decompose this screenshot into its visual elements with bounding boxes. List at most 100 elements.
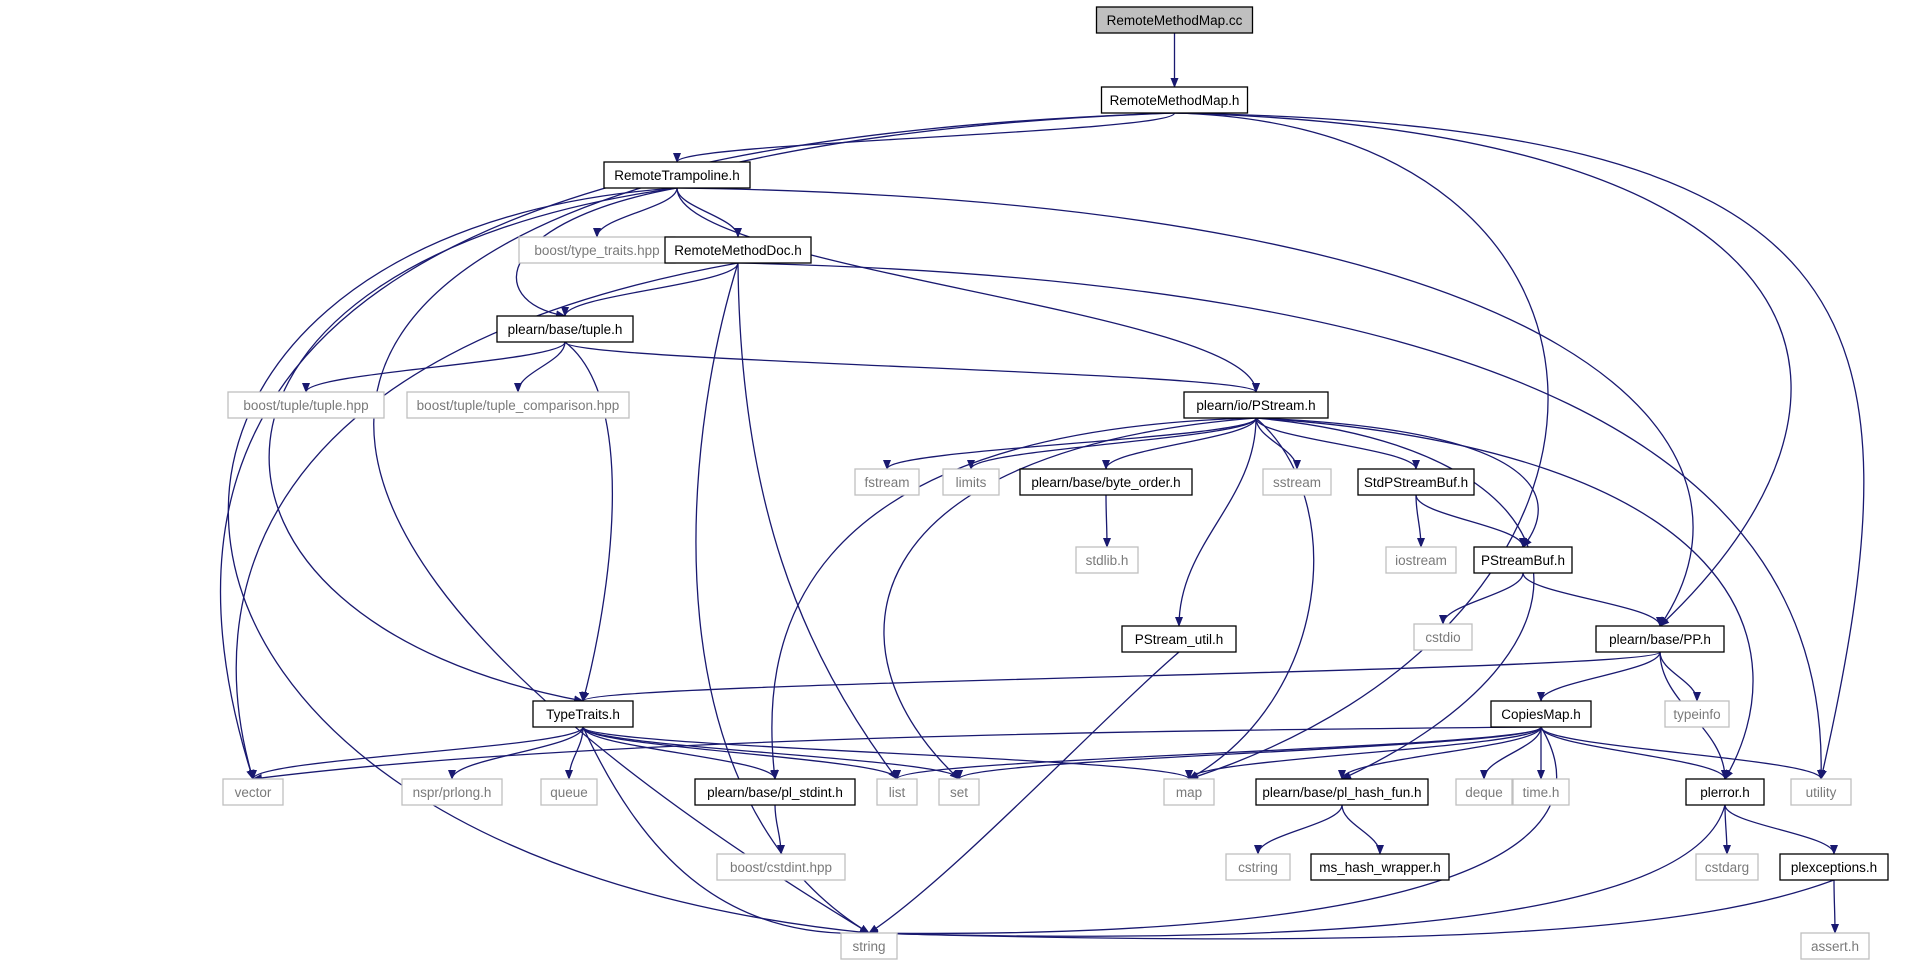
- edge-typetraits-h-to-string: [582, 726, 870, 938]
- node-box: [401, 778, 503, 806]
- node-label: list: [889, 785, 906, 800]
- node-label: RemoteTrampoline.h: [614, 168, 740, 183]
- edge-plexceptions-h-to-assert-h: [1830, 879, 1839, 934]
- node-label: boost/type_traits.hpp: [534, 243, 659, 258]
- node-box: [1310, 853, 1450, 881]
- node-label: RemoteMethodMap.h: [1110, 93, 1240, 108]
- node-box: [664, 236, 812, 264]
- node-vector: vector: [222, 778, 284, 806]
- node-plearn-base-pl-stdint-h[interactable]: plearn/base/pl_stdint.h: [694, 778, 856, 806]
- node-box: [1790, 778, 1852, 806]
- node-string: string: [840, 932, 898, 960]
- edge-stdpstreambuf-h-to-pstreambuf-h: [1415, 494, 1527, 548]
- node-label: set: [950, 785, 968, 800]
- node-iostream: iostream: [1385, 546, 1457, 574]
- edge-typetraits-h-to-nspr-prlong-h: [448, 726, 584, 780]
- node-boost-type-traits-hpp: boost/type_traits.hpp: [518, 236, 676, 264]
- node-box: [1262, 468, 1332, 496]
- node-remotemethodmap-h[interactable]: RemoteMethodMap.h: [1100, 86, 1249, 114]
- node-pstreambuf-h[interactable]: PStreamBuf.h: [1473, 546, 1573, 574]
- edge-plearn-io-pstream-h-to-fstream: [883, 417, 1257, 470]
- node-remotetrampoline-h[interactable]: RemoteTrampoline.h: [603, 161, 751, 189]
- node-typetraits-h[interactable]: TypeTraits.h: [532, 700, 634, 728]
- edge-remotetrampoline-h-to-string: [227, 187, 870, 937]
- node-box: [1019, 468, 1193, 496]
- node-box: [1595, 625, 1725, 653]
- edge-remotemethodmap-h-to-utility: [1174, 112, 1865, 780]
- edge-plearn-base-pl-hash-fun-h-to-cstring: [1254, 804, 1343, 855]
- node-sstream: sstream: [1262, 468, 1332, 496]
- node-label: RemoteMethodMap.cc: [1107, 13, 1243, 28]
- node-label: boost/cstdint.hpp: [730, 860, 832, 875]
- node-label: plearn/base/byte_order.h: [1031, 475, 1180, 490]
- node-box: [1413, 623, 1473, 651]
- edge-plearn-base-tuple-h-to-typetraits-h: [564, 341, 614, 702]
- node-ms-hash-wrapper-h[interactable]: ms_hash_wrapper.h: [1310, 853, 1450, 881]
- edge-plearn-io-pstream-h-to-plearn-base-pl-stdint-h: [769, 417, 1257, 780]
- node-plearn-base-tuple-h[interactable]: plearn/base/tuple.h: [496, 315, 634, 343]
- node-box: [1357, 468, 1475, 496]
- node-label: utility: [1806, 785, 1837, 800]
- node-plearn-base-byte-order-h[interactable]: plearn/base/byte_order.h: [1019, 468, 1193, 496]
- node-box: [1225, 853, 1291, 881]
- edge-copiesmap-h-to-vector: [252, 726, 1542, 782]
- node-limits: limits: [942, 468, 1000, 496]
- node-deque: deque: [1455, 778, 1513, 806]
- node-set: set: [938, 778, 980, 806]
- node-box: [406, 391, 630, 419]
- node-label: PStreamBuf.h: [1481, 553, 1565, 568]
- node-label: iostream: [1395, 553, 1447, 568]
- node-box: [532, 700, 634, 728]
- node-label: map: [1176, 785, 1202, 800]
- node-label: limits: [956, 475, 987, 490]
- node-box: [1121, 625, 1237, 653]
- node-label: ms_hash_wrapper.h: [1319, 860, 1441, 875]
- edge-remotemethodmap-h-to-vector: [219, 112, 1175, 780]
- edge-typetraits-h-to-queue: [565, 726, 584, 780]
- node-label: stdlib.h: [1086, 553, 1129, 568]
- node-label: sstream: [1273, 475, 1321, 490]
- node-label: CopiesMap.h: [1501, 707, 1581, 722]
- node-plerror-h[interactable]: plerror.h: [1685, 778, 1765, 806]
- nodes-layer: RemoteMethodMap.ccRemoteMethodMap.hRemot…: [222, 6, 1889, 960]
- node-plearn-base-pl-hash-fun-h[interactable]: plearn/base/pl_hash_fun.h: [1255, 778, 1429, 806]
- node-cstdarg: cstdarg: [1695, 853, 1759, 881]
- edge-copiesmap-h-to-map: [1185, 726, 1542, 780]
- edge-copiesmap-h-to-plerror-h: [1540, 726, 1729, 780]
- node-remotemethoddoc-h[interactable]: RemoteMethodDoc.h: [664, 236, 812, 264]
- node-box: [938, 778, 980, 806]
- node-label: nspr/prlong.h: [413, 785, 492, 800]
- edge-plearn-io-pstream-h-to-pstream-util-h: [1175, 417, 1257, 627]
- edge-plearn-base-pp-h-to-typeinfo: [1659, 651, 1701, 702]
- edge-remotemethoddoc-h-to-plearn-base-tuple-h: [561, 262, 739, 317]
- edge-copiesmap-h-to-deque: [1480, 726, 1542, 780]
- node-plearn-io-pstream-h[interactable]: plearn/io/PStream.h: [1183, 391, 1329, 419]
- node-box: [840, 932, 898, 960]
- node-box: [1095, 6, 1254, 34]
- edge-plexceptions-h-to-string: [868, 879, 1835, 940]
- node-plexceptions-h[interactable]: plexceptions.h: [1779, 853, 1889, 881]
- edge-remotemethodmap-h-to-string: [373, 112, 1175, 934]
- node-label: cstdio: [1425, 630, 1460, 645]
- node-remotemethodmap-cc[interactable]: RemoteMethodMap.cc: [1095, 6, 1254, 34]
- edge-typetraits-h-to-vector: [249, 726, 584, 780]
- edge-remotetrampoline-h-to-plearn-io-pstream-h: [676, 187, 1260, 393]
- node-box: [603, 161, 751, 189]
- edge-plearn-base-pp-h-to-copiesmap-h: [1537, 651, 1661, 702]
- node-label: StdPStreamBuf.h: [1364, 475, 1468, 490]
- edge-plearn-base-byte-order-h-to-stdlib-h: [1102, 494, 1111, 548]
- node-box: [854, 468, 920, 496]
- edge-remotemethodmap-h-to-plearn-base-pp-h: [1174, 112, 1792, 627]
- node-pstream-util-h[interactable]: PStream_util.h: [1121, 625, 1237, 653]
- node-stdpstreambuf-h[interactable]: StdPStreamBuf.h: [1357, 468, 1475, 496]
- edge-plerror-h-to-string: [868, 804, 1726, 938]
- node-stdlib-h: stdlib.h: [1075, 546, 1139, 574]
- node-label: deque: [1465, 785, 1503, 800]
- node-plearn-base-pp-h[interactable]: plearn/base/PP.h: [1595, 625, 1725, 653]
- node-box: [1183, 391, 1329, 419]
- node-copiesmap-h[interactable]: CopiesMap.h: [1490, 700, 1592, 728]
- node-label: assert.h: [1811, 939, 1859, 954]
- node-box: [1100, 86, 1249, 114]
- node-boost-tuple-tuple-comparison-hpp: boost/tuple/tuple_comparison.hpp: [406, 391, 630, 419]
- edge-plearn-base-tuple-h-to-boost-tuple-tuple-comparison-hpp: [514, 341, 566, 393]
